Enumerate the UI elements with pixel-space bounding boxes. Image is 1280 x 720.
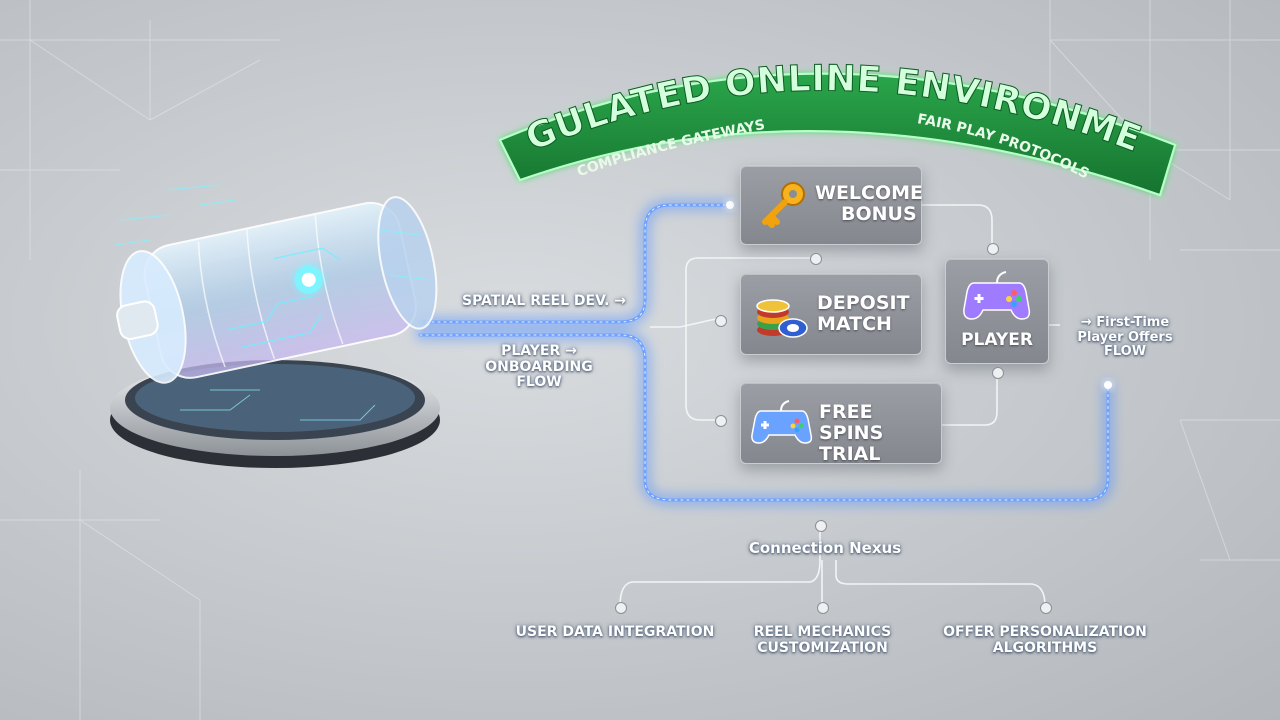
offer-personalization-line1: OFFER PERSONALIZATION [943,624,1147,640]
deposit-match-line1: DEPOSIT [817,292,910,314]
output-line3: FLOW [1103,344,1147,360]
output-line2: Player Offers [1077,329,1173,345]
welcome-bonus-line1: WELCOME [815,182,924,204]
offer-personalization-label: OFFER PERSONALIZATION ALGORITHMS [935,624,1155,656]
user-data-integration-label: USER DATA INTEGRATION [505,624,725,641]
free-spins-line2: TRIAL [819,442,881,465]
connector-node [992,367,1004,379]
player-label: PLAYER [961,330,1033,350]
deposit-match-box[interactable]: DEPOSIT MATCH [740,273,922,355]
key-icon [762,182,805,228]
player-onboarding-line2: ONBOARDING FLOW [485,358,593,391]
connector-node [810,253,822,265]
deposit-match-line2: MATCH [817,312,892,335]
connector-node [815,520,827,532]
flow-lines [415,200,1113,505]
offer-personalization-line2: ALGORITHMS [992,639,1098,656]
connector-node [987,243,999,255]
connector-node [715,415,727,427]
welcome-bonus-line2: BONUS [841,202,917,225]
reel-mechanics-line2: CUSTOMIZATION [757,639,888,656]
free-spins-line1: FREE SPINS [819,401,884,444]
player-onboarding-line1: PLAYER → [501,343,577,359]
welcome-bonus-box[interactable]: WELCOME BONUS [740,165,923,245]
reel-mechanics-line1: REEL MECHANICS [753,624,892,640]
regulated-environment-banner: REGULATED ONLINE ENVIRONMENT COMPLIANCE … [0,0,1177,197]
user-data-line1: USER DATA INTEGRATION [515,624,715,640]
first-time-offers-label: → First-Time Player Offers FLOW [1055,315,1195,360]
player-gamepad-icon [963,271,1031,320]
connector-node [817,602,829,614]
connector-lines [619,204,1060,607]
free-spins-trial-label: FREE SPINS TRIAL [819,402,941,465]
casino-chips-icon [756,299,808,338]
player-onboarding-label: PLAYER → ONBOARDING FLOW [470,343,608,391]
connection-nexus-label: Connection Nexus [748,539,902,557]
connector-node [1040,602,1052,614]
connector-node [615,602,627,614]
glass-battery-device [110,184,440,468]
player-box[interactable]: PLAYER [945,258,1049,364]
free-spins-trial-box[interactable]: FREE SPINS TRIAL [740,382,942,464]
output-line1: → First-Time [1080,315,1170,330]
deposit-match-label: DEPOSIT MATCH [817,293,910,335]
gamepad-icon [751,400,813,444]
connector-node [715,315,727,327]
reel-mechanics-label: REEL MECHANICS CUSTOMIZATION [735,624,910,656]
welcome-bonus-label: WELCOME BONUS [815,183,923,225]
spatial-reel-label: SPATIAL REEL DEV. → [462,293,627,309]
